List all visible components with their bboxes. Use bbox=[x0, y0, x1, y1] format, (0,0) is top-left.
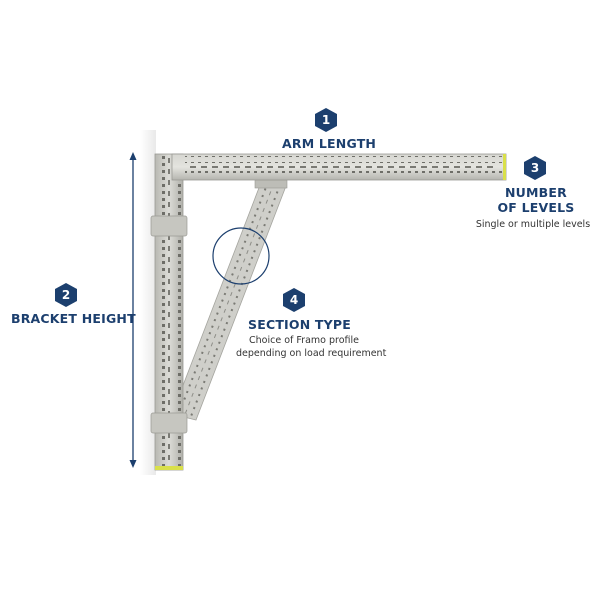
section-detail-circle bbox=[212, 227, 270, 285]
callout-3-title-line2: OF LEVELS bbox=[497, 200, 575, 215]
callout-3-title-line1: NUMBER bbox=[505, 185, 567, 200]
callout-3-description: Single or multiple levels bbox=[475, 219, 591, 230]
callout-4-number: 4 bbox=[289, 293, 299, 307]
callout-3-number: 3 bbox=[530, 161, 540, 175]
callout-4-badge: 4 bbox=[283, 288, 305, 312]
callout-4-description-line2: depending on load requirement bbox=[236, 348, 387, 359]
callout-1-number: 1 bbox=[321, 113, 331, 127]
callout-1-badge: 1 bbox=[315, 108, 337, 132]
callout-4-title: SECTION TYPE bbox=[248, 317, 352, 332]
callout-1-title: ARM LENGTH bbox=[282, 136, 377, 151]
diagonal-brace bbox=[171, 179, 288, 421]
callout-3-badge: 3 bbox=[524, 156, 546, 180]
callout-2-title: BRACKET HEIGHT bbox=[11, 311, 136, 326]
callout-4-description-line1: Choice of Framo profile bbox=[249, 335, 359, 346]
callout-2-number: 2 bbox=[61, 288, 71, 302]
horizontal-arm bbox=[171, 153, 507, 181]
bracket-height-arrow bbox=[129, 152, 137, 468]
callout-2-badge: 2 bbox=[55, 283, 77, 307]
vertical-post bbox=[150, 153, 188, 471]
